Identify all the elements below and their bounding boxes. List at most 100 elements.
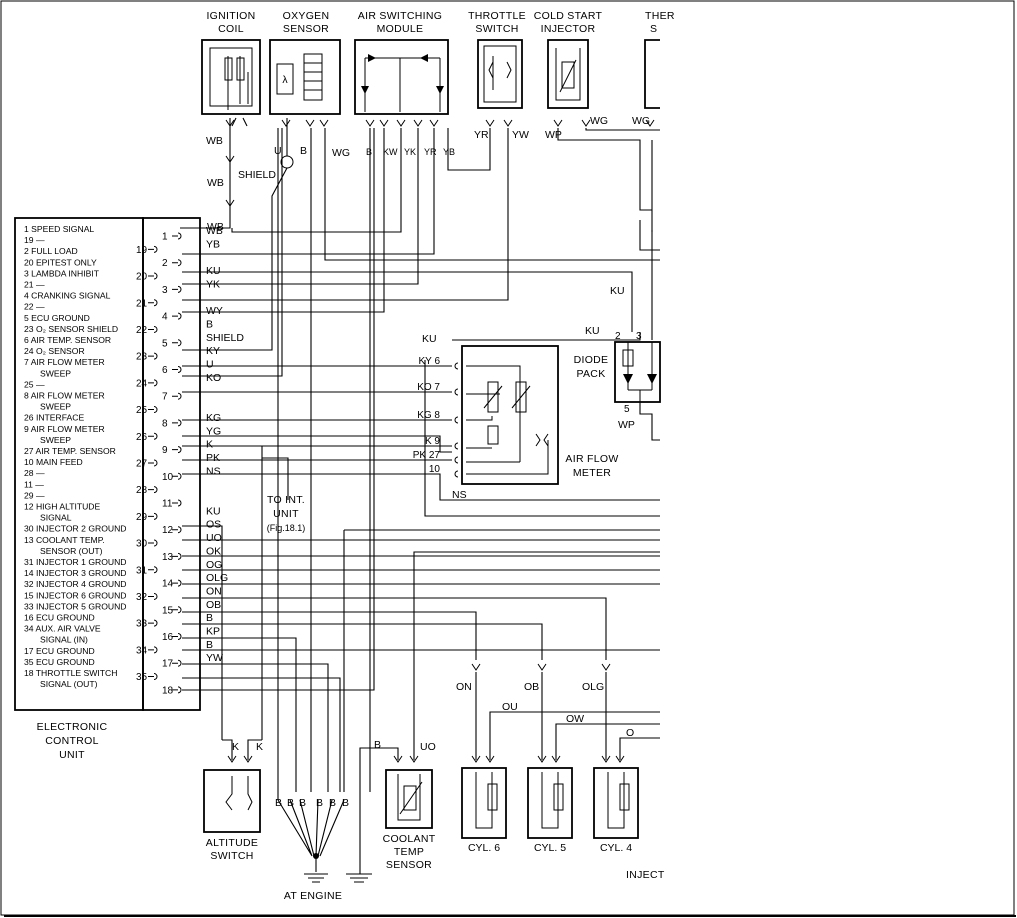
wire-yk: [182, 128, 419, 285]
injectors-title-partial: INJECT: [626, 869, 665, 881]
ecu-pin-wire-label: B: [206, 318, 213, 330]
cold-start-injector-arrow: [559, 59, 577, 93]
wire-label-b: B: [300, 145, 307, 157]
ecu-pin-wire-label: U: [206, 359, 214, 371]
ecu-pin-wire-label: WY: [206, 305, 223, 317]
ecu-legend-line: 8 AIR FLOW METER: [24, 391, 105, 401]
injector-wire-label: ON: [456, 681, 472, 693]
wire-label-asm-b: B: [366, 147, 372, 157]
oxygen-sensor-box: [269, 39, 341, 115]
wire-afm-ns: [424, 360, 660, 517]
wire-yg: [182, 435, 452, 453]
coolant-sensor-arrow: [399, 781, 423, 815]
ecu-pin-terminal: [148, 486, 158, 494]
ground-wire-b4: B: [316, 797, 323, 809]
ecu-legend-line: 2 FULL LOAD: [24, 246, 78, 256]
ecu-pin-number: 5: [162, 338, 168, 349]
ecu-title: ELECTRONIC: [37, 721, 108, 733]
injector-wire-label: O: [626, 727, 634, 739]
wire-wg-oxygen: [324, 128, 660, 261]
ecu-legend-line: SWEEP: [40, 368, 71, 378]
lambda-element: [276, 63, 294, 95]
diode-pack-title-2: PACK: [576, 368, 605, 380]
air-switching-module: AIR SWITCHING MODULE: [354, 10, 449, 115]
afm-potentiometer: [487, 381, 499, 413]
ground-wire-b3: B: [299, 797, 306, 809]
ecu-legend-line: 27 AIR TEMP. SENSOR: [24, 446, 116, 456]
ignition-coil-leads: [227, 56, 249, 110]
heater-element-bars: [304, 62, 322, 91]
ecu-pin-wire-label: KG: [206, 412, 221, 424]
cold-start-injector-title: COLD START: [534, 10, 603, 22]
cold-start-injector-title-2: INJECTOR: [541, 23, 596, 35]
ecu-pin-number: 22: [136, 325, 148, 336]
ecu-legend-line: 4 CRANKING SIGNAL: [24, 291, 111, 301]
diode-pack-wire-ku-2: KU: [585, 325, 600, 337]
ecu-pin-number: 3: [162, 285, 168, 296]
wire-label-u: U: [274, 145, 282, 157]
bottom-terminal-chevrons: [227, 755, 625, 763]
ground-wire-b6: B: [342, 797, 349, 809]
ecu-legend-line: 21 —: [24, 280, 45, 290]
throttle-switch: THROTTLE SWITCH: [468, 10, 526, 109]
ecu-legend-line: 9 AIR FLOW METER: [24, 424, 105, 434]
ground-node: [313, 853, 319, 859]
injector-path: [475, 772, 493, 829]
ecu-pin-number: 1: [162, 232, 168, 243]
ecu-legend-line: 7 AIR FLOW METER: [24, 357, 105, 367]
ecu-legend-line: 25 —: [24, 379, 45, 389]
ecu-pin-terminal: [148, 539, 158, 547]
ecu-pin-number: 14: [162, 579, 174, 590]
ecu-legend-line: 19 —: [24, 235, 45, 245]
thermo-switch-title: THER: [645, 10, 675, 22]
ecu-pin-wire-label: PK: [206, 452, 220, 464]
afm-pin-terminal: [454, 456, 459, 464]
ecu-pin-terminal: [148, 272, 158, 280]
injector-box: [461, 767, 507, 839]
to-int-unit-ref: TO INT. UNIT (Fig.18.1): [267, 494, 306, 533]
air-flow-meter-title: AIR FLOW: [565, 453, 618, 465]
afm-contacts: [466, 433, 549, 475]
diode-pack-wp-wire: [639, 402, 660, 441]
ecu-pin-terminal: [172, 392, 182, 400]
altitude-wire-k1: K: [232, 741, 239, 753]
ecu-legend-line: 20 EPITEST ONLY: [24, 257, 97, 267]
diode-pack-pin-3: 3: [636, 331, 642, 342]
ecu-pin-number: 8: [162, 418, 168, 429]
wire-coolant-b: [359, 747, 399, 860]
ecu-pin-number: 19: [136, 245, 148, 256]
afm-pot-arrow: [483, 385, 503, 409]
ecu-pin-wire-label: NS: [206, 465, 221, 477]
ecu-legend-line: 12 HIGH ALTITUDE: [24, 502, 101, 512]
wire-kw: [231, 128, 402, 233]
air-switching-internal: [364, 57, 441, 112]
ecu-pin-terminal: [172, 686, 182, 694]
oxygen-sensor: OXYGEN SENSOR λ: [269, 10, 341, 115]
ecu-pin-number: 17: [162, 659, 174, 670]
ecu-pin-terminal: [148, 646, 158, 654]
wire-yw: [182, 128, 375, 691]
injector-title: CYL. 4: [600, 842, 632, 854]
diode-pack-box: [614, 341, 661, 403]
diode-pack-pin-2: 2: [615, 331, 621, 342]
ignition-terminals: [231, 117, 248, 127]
ecu-pin-wire-label: OG: [206, 559, 222, 571]
altitude-switch-title-2: SWITCH: [210, 850, 253, 862]
ecu-pin-wire-label: B: [206, 639, 213, 651]
ecu-pin-terminal: [148, 406, 158, 414]
ecu-legend-line: 34 AUX. AIR VALVE: [24, 624, 101, 634]
cold-start-injector-path: [555, 48, 581, 101]
afm-pin-label: KG 8: [417, 410, 440, 421]
ecu-pin-number: 16: [162, 632, 174, 643]
to-int-unit-title-2: UNIT: [273, 508, 299, 520]
diode-pack-internal: [627, 342, 653, 402]
ecu-pin-wire-label: KO: [206, 372, 221, 384]
ecu-legend-line: SWEEP: [40, 402, 71, 412]
ecu-legend-line: 31 INJECTOR 1 GROUND: [24, 557, 127, 567]
throttle-contacts: [488, 56, 512, 90]
ignition-connector-chevrons: [225, 155, 235, 207]
ecu-pin-number: 25: [136, 405, 148, 416]
ecu-legend-line: 3 LAMBDA INHIBIT: [24, 268, 100, 278]
